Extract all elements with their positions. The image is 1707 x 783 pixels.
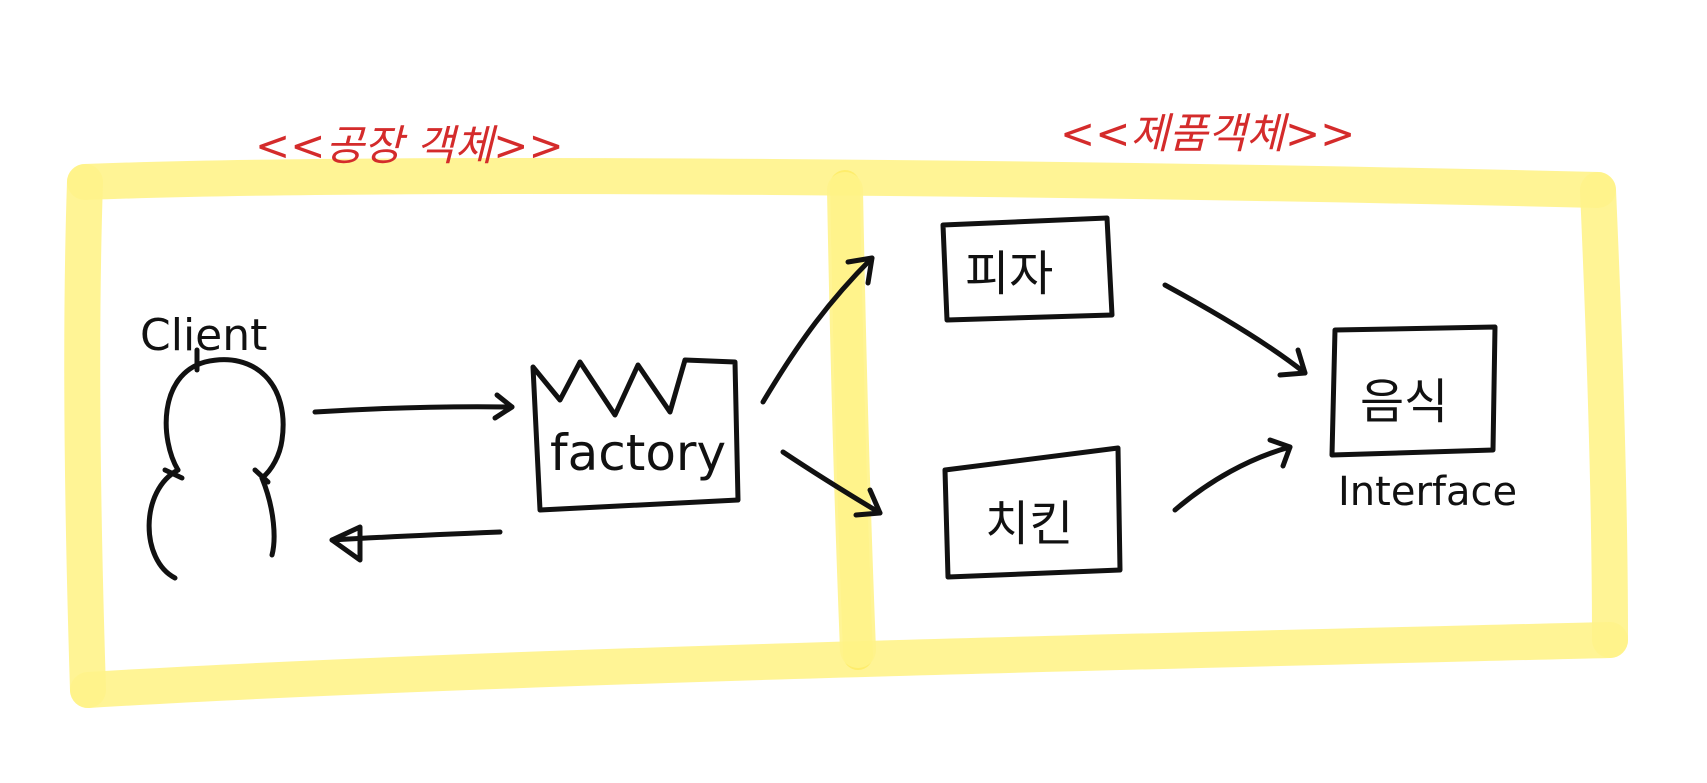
food-box	[1329, 324, 1498, 458]
highlighter-frame	[64, 158, 1628, 708]
arrow-to-chicken	[780, 449, 883, 518]
product-group-label: <<제품객체>>	[1060, 109, 1355, 158]
chicken-box	[942, 445, 1123, 580]
arrow-pizza-to-food	[1162, 282, 1308, 378]
arrow-to-pizza	[760, 255, 875, 405]
return-arrow	[329, 524, 503, 563]
pizza-box	[940, 215, 1115, 323]
food-label: 음식	[1360, 374, 1448, 430]
arrow-chicken-to-food	[1172, 437, 1293, 513]
factory-group-label: <<공장 객체>>	[255, 121, 564, 170]
person-icon	[146, 347, 286, 581]
interface-label: Interface	[1338, 469, 1517, 515]
pizza-label: 피자	[965, 246, 1053, 302]
factory-icon	[530, 357, 741, 513]
chicken-label: 치킨	[985, 496, 1073, 552]
client-label: Client	[140, 310, 267, 361]
request-arrow	[312, 392, 515, 421]
factory-label: factory	[550, 424, 726, 482]
